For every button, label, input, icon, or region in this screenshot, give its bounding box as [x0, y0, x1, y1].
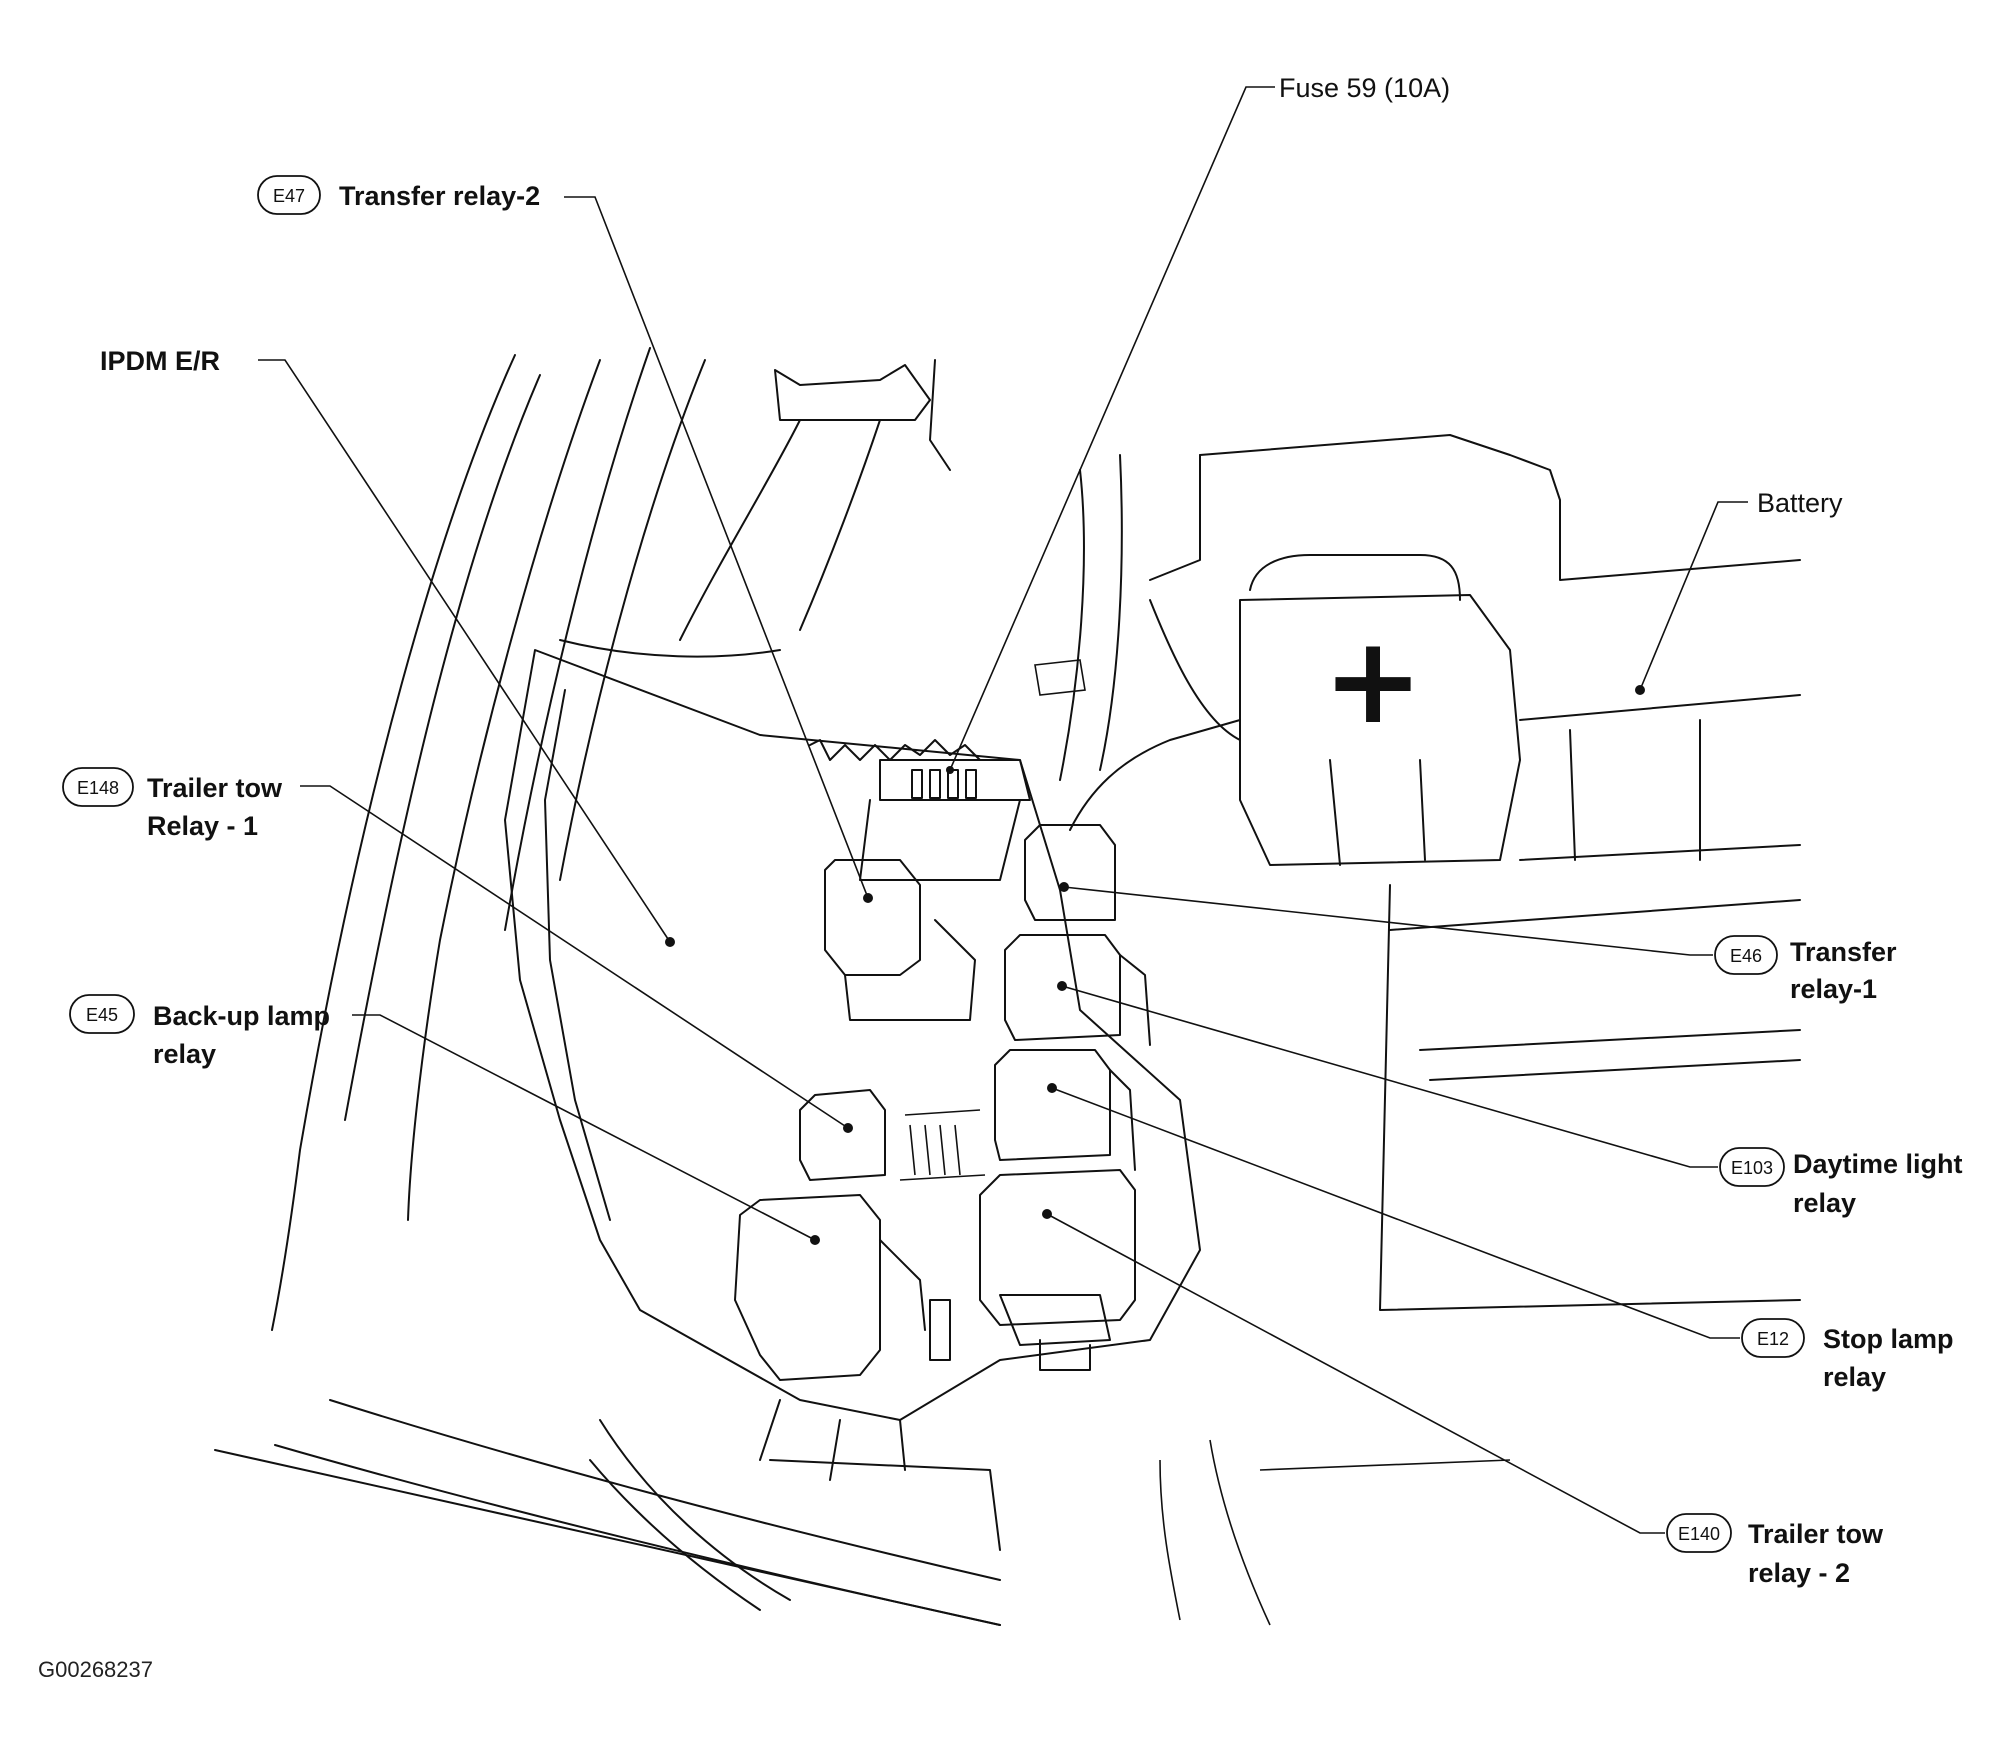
badge-e148-text: E148 — [77, 778, 119, 798]
leader-dot-e103 — [1057, 981, 1067, 991]
label-daytime-light-relay-line1: Daytime light — [1793, 1149, 1963, 1179]
relay-trailer-tow-2 — [979, 1169, 1136, 1371]
upper-hose — [559, 359, 1123, 781]
leader-dot-e148 — [843, 1123, 853, 1133]
leader-dot-e140 — [1042, 1209, 1052, 1219]
badge-e148 — [62, 767, 134, 807]
leader-e103 — [1061, 985, 1718, 1168]
leader-dot-e47 — [863, 893, 873, 903]
badge-e47 — [257, 175, 321, 215]
leader-e46 — [1063, 886, 1713, 956]
label-transfer-relay-2: Transfer relay-2 — [339, 181, 540, 211]
badge-e45 — [69, 994, 135, 1034]
badge-e140 — [1666, 1513, 1732, 1553]
leader-dot-e12 — [1047, 1083, 1057, 1093]
label-trailer-tow-relay-2-line1: Trailer tow — [1748, 1519, 1884, 1549]
leader-dot-e46 — [1059, 882, 1069, 892]
label-trailer-tow-relay-1-line2: Relay - 1 — [147, 811, 258, 841]
badge-e12-text: E12 — [1757, 1329, 1789, 1349]
line-art: + — [214, 347, 1801, 1626]
badge-e46 — [1714, 935, 1778, 975]
leader-e140 — [1046, 1213, 1665, 1534]
label-transfer-relay-1-line1: Transfer — [1790, 937, 1897, 967]
label-back-up-lamp-relay-line1: Back-up lamp — [153, 1001, 330, 1031]
fender-outline — [214, 347, 1001, 1626]
leader-ipdm — [258, 359, 671, 943]
leader-dot-e45 — [810, 1235, 820, 1245]
badge-e47-text: E47 — [273, 186, 305, 206]
relay-back-up-lamp — [734, 1194, 951, 1381]
badge-e45-text: E45 — [86, 1005, 118, 1025]
ipdm-housing — [504, 649, 1201, 1611]
leader-dot-fuse59 — [946, 766, 954, 774]
leader-dot-battery — [1635, 685, 1645, 695]
relay-stop-lamp — [994, 1049, 1136, 1171]
label-ipdm-er: IPDM E/R — [100, 346, 220, 376]
badge-e46-text: E46 — [1730, 946, 1762, 966]
label-fuse-59: Fuse 59 (10A) — [1279, 73, 1450, 103]
battery-outline — [1069, 434, 1801, 1311]
figure-id: G00268237 — [38, 1657, 153, 1682]
relay-trailer-tow-1 — [799, 1089, 886, 1181]
fuse-block-top — [809, 739, 1031, 881]
badge-e12 — [1741, 1318, 1805, 1358]
label-transfer-relay-1-line2: relay-1 — [1790, 974, 1877, 1004]
label-stop-lamp-relay-line1: Stop lamp — [1823, 1324, 1954, 1354]
leader-e45 — [352, 1014, 816, 1241]
leader-dot-ipdm — [665, 937, 675, 947]
relay-transfer-1 — [1024, 824, 1116, 921]
label-battery: Battery — [1757, 488, 1843, 518]
leader-e12 — [1051, 1087, 1740, 1339]
misc-body-lines — [1034, 659, 1511, 1626]
relay-daytime-light — [1004, 934, 1151, 1046]
leader-lines — [258, 86, 1748, 1534]
leader-e148 — [300, 785, 849, 1129]
label-stop-lamp-relay-line2: relay — [1823, 1362, 1886, 1392]
leader-fuse59 — [949, 86, 1275, 771]
badge-e103 — [1719, 1147, 1785, 1187]
label-trailer-tow-relay-2-line2: relay - 2 — [1748, 1558, 1850, 1588]
badge-e140-text: E140 — [1678, 1524, 1720, 1544]
leader-e47 — [564, 196, 869, 899]
label-daytime-light-relay-line2: relay — [1793, 1188, 1856, 1218]
label-trailer-tow-relay-1-line1: Trailer tow — [147, 773, 283, 803]
relay-harness — [899, 1109, 986, 1181]
leader-battery — [1639, 501, 1748, 691]
relay-transfer-2 — [824, 859, 976, 1021]
badge-e103-text: E103 — [1731, 1158, 1773, 1178]
battery-plus-symbol: + — [1323, 612, 1424, 751]
callout-labels: Fuse 59 (10A) E47 Transfer relay-2 IPDM … — [62, 73, 1963, 1588]
label-back-up-lamp-relay-line2: relay — [153, 1039, 216, 1069]
